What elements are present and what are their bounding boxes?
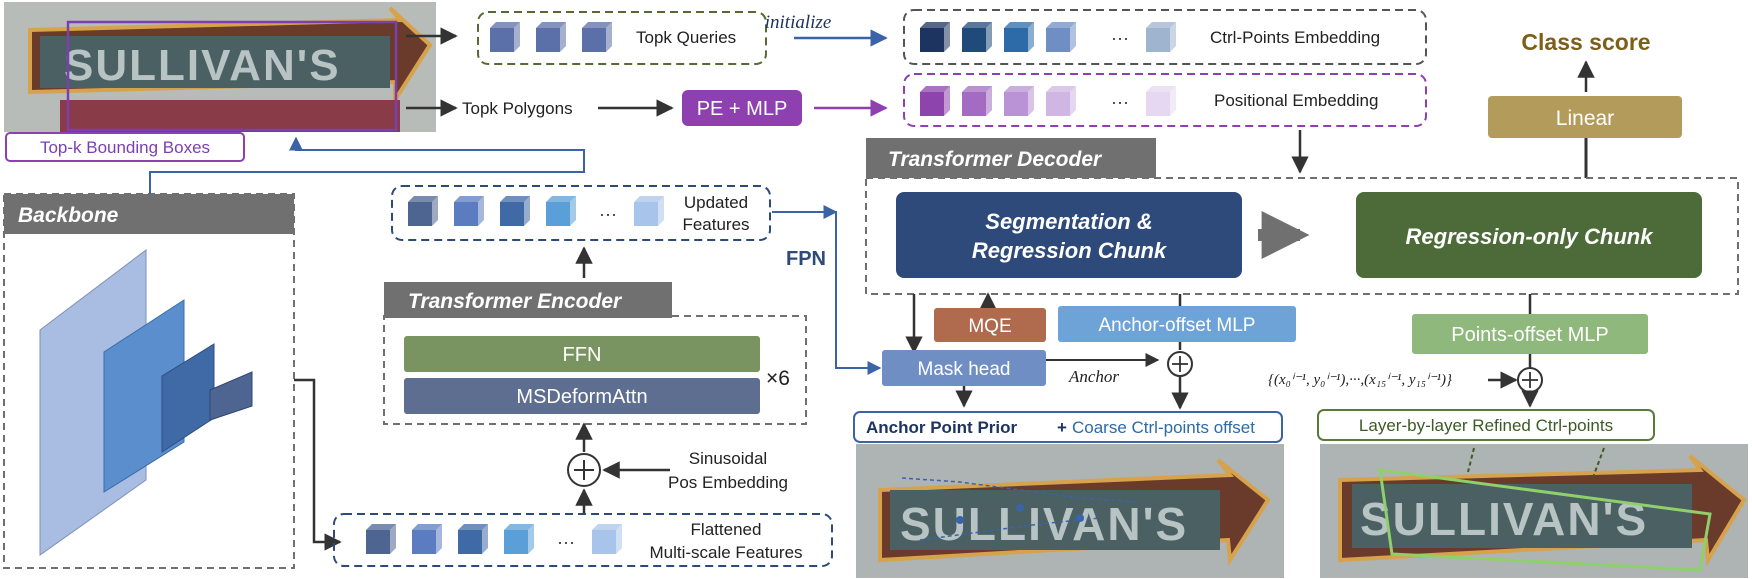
pe-mlp-box <box>682 90 802 126</box>
arrow-backbone-to-flattened <box>294 378 342 551</box>
times-six-label: ×6 <box>766 367 790 390</box>
backbone-header <box>4 194 294 234</box>
fpn-label: FPN <box>786 248 826 270</box>
anchor-offset-mlp-label: Anchor-offset MLP <box>1098 315 1255 336</box>
backbone-title: Backbone <box>18 204 119 227</box>
decoder-title: Transformer Decoder <box>888 148 1103 171</box>
seg-reg-chunk <box>896 192 1242 278</box>
positional-embedding-box <box>903 73 1427 127</box>
regression-only-chunk-label: Regression-only Chunk <box>1406 224 1655 249</box>
topk-bounding-box <box>66 20 398 132</box>
anchor-prior-label: Anchor Point Prior <box>866 418 1018 437</box>
arrow-fpn-to-mask-head <box>772 211 882 375</box>
encoder-title: Transformer Encoder <box>408 290 623 313</box>
positional-embedding-label: Positional Embedding <box>1214 91 1378 110</box>
sinusoidal-line1: Sinusoidal <box>689 449 767 468</box>
anchor-plus-label: + <box>1057 418 1067 437</box>
pos-ellipsis: ··· <box>1111 92 1129 112</box>
seg-reg-chunk-line2: Regression Chunk <box>972 238 1168 263</box>
class-score-label: Class score <box>1521 29 1650 55</box>
formula-label: {(x₀ⁱ⁻¹, y₀ⁱ⁻¹),···,(x₁₅ⁱ⁻¹, y₁₅ⁱ⁻¹)} <box>1268 372 1452 388</box>
linear-box <box>1488 96 1682 138</box>
layer-refined-label: Layer-by-layer Refined Ctrl-points <box>1359 416 1613 435</box>
mqe-box <box>934 308 1046 342</box>
pos-cubes <box>920 86 1176 116</box>
updated-features-line2: Features <box>682 215 749 234</box>
regression-only-chunk <box>1356 192 1702 278</box>
seg-reg-chunk-line1: Segmentation & <box>985 209 1152 234</box>
ctrl-points-embedding-label: Ctrl-Points Embedding <box>1210 28 1380 47</box>
arrow-backbone-to-photo <box>149 136 585 194</box>
anchor-caption-box <box>853 411 1283 443</box>
topk-bboxes-caption-box <box>5 132 245 162</box>
initialize-label: initialize <box>765 12 832 33</box>
flattened-ellipsis: ··· <box>557 532 575 552</box>
mask-head-label: Mask head <box>918 359 1011 380</box>
refined-caption-box <box>1317 409 1655 441</box>
top-photo-sign-text: SULLIVAN'S <box>64 41 341 90</box>
top-photo: SULLIVAN'S <box>4 2 436 132</box>
ctrl-cubes <box>920 22 1176 52</box>
points-offset-mlp-label: Points-offset MLP <box>1451 324 1608 346</box>
decoder-region <box>865 177 1739 295</box>
flattened-cubes <box>366 524 622 554</box>
encoder-header <box>384 282 672 318</box>
ffn-box <box>404 336 760 372</box>
flattened-line2: Multi-scale Features <box>649 543 802 562</box>
ffn-label: FFN <box>563 344 602 366</box>
pe-mlp-label: PE + MLP <box>697 98 788 120</box>
query-cubes <box>490 22 612 52</box>
mqe-label: MQE <box>968 316 1011 337</box>
anchor-offset-mlp-box <box>1058 306 1296 342</box>
topk-queries-label: Topk Queries <box>636 28 736 47</box>
updated-features-line1: Updated <box>684 193 748 212</box>
refined-photo-sign-text: SULLIVAN'S <box>1360 493 1648 545</box>
coarse-offset-label: Coarse Ctrl-points offset <box>1072 418 1255 437</box>
topk-queries-box <box>477 11 767 65</box>
sinusoidal-line2: Pos Embedding <box>668 473 788 492</box>
updated-cubes <box>408 196 664 226</box>
points-offset-mlp-box <box>1412 314 1648 354</box>
mask-head-box <box>882 350 1046 386</box>
linear-label: Linear <box>1556 107 1614 130</box>
msdeformattn-box <box>404 378 760 414</box>
topk-polygons-label: Topk Polygons <box>462 99 573 118</box>
flattened-box <box>333 513 833 567</box>
updated-ellipsis: ··· <box>599 204 617 224</box>
ctrl-points-embedding-box <box>903 9 1427 65</box>
ctrl-ellipsis: ··· <box>1111 28 1129 48</box>
anchor-photo: SULLIVAN'S <box>856 444 1284 578</box>
msdeformattn-label: MSDeformAttn <box>516 386 647 408</box>
anchor-photo-sign-text: SULLIVAN'S <box>900 498 1188 550</box>
flattened-line1: Flattened <box>691 520 762 539</box>
topk-bboxes-caption: Top-k Bounding Boxes <box>40 138 210 157</box>
anchor-label: Anchor <box>1068 367 1119 386</box>
decoder-header <box>866 138 1156 178</box>
refined-photo: SULLIVAN'S <box>1320 444 1748 578</box>
updated-features-box <box>391 185 771 241</box>
backbone-pyramid <box>39 248 253 556</box>
